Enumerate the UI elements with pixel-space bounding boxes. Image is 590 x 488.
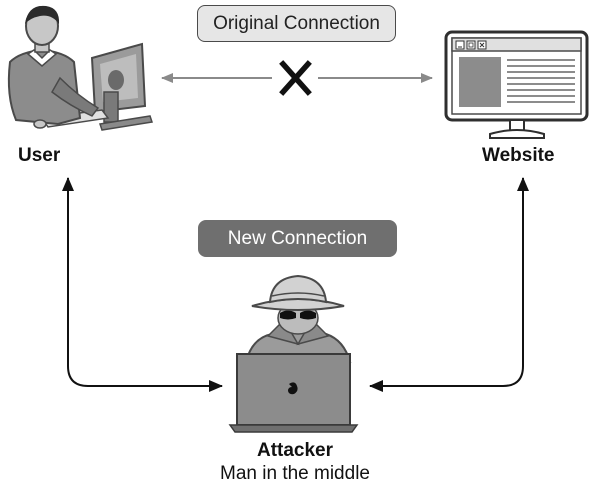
laptop-logo-icon [288,382,298,395]
website-label: Website [482,145,555,166]
attacker-label: Attacker [256,440,334,461]
arrow-attacker-to-user [62,177,222,387]
original-connection-label: Original Connection [197,5,396,42]
window-maximize-icon [466,40,476,50]
hooded-hacker-laptop-icon [228,274,359,433]
browser-monitor-icon [444,30,589,139]
new-connection-arrows [62,177,529,392]
user-label: User [18,145,61,166]
new-connection-label: New Connection [198,220,397,257]
window-minimize-icon [455,40,465,50]
user-at-computer-icon [7,5,153,131]
x-mark-icon [279,60,312,96]
attacker-subtitle: Man in the middle [220,463,370,484]
arrow-attacker-to-website [370,177,529,387]
